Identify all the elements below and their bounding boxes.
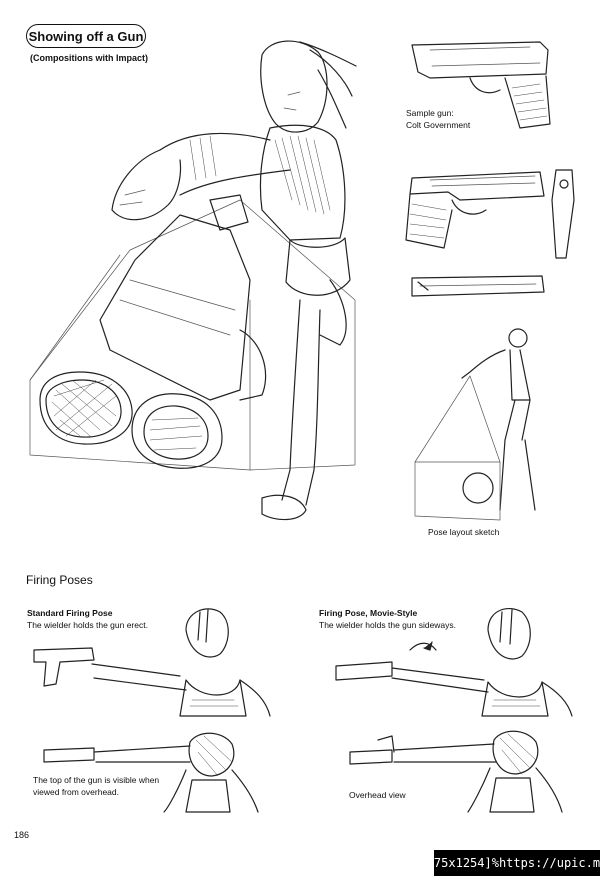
colt-front-view-sketch (551, 169, 575, 259)
movie-pose-title: Firing Pose, Movie-Style (319, 608, 418, 618)
standard-overhead-note: The top of the gun is visible when viewe… (33, 774, 159, 798)
watermark-link[interactable]: [875x1254]%https://upic.me/ (419, 850, 600, 876)
movie-pose-description: The wielder holds the gun sideways. (319, 620, 457, 630)
sample-gun-caption: Sample gun: Colt Government (406, 107, 470, 131)
standard-pose-side-sketch (33, 608, 271, 717)
pose-layout-caption: Pose layout sketch (428, 527, 500, 537)
colt-side-view-sketch (411, 41, 551, 129)
standard-pose-description: The wielder holds the gun erect. (27, 620, 148, 630)
colt-top-view-sketch (411, 275, 545, 297)
page-title: Showing off a Gun (26, 24, 146, 48)
movie-pose-overhead-sketch (349, 730, 563, 813)
firing-poses-heading: Firing Poses (26, 573, 93, 587)
standard-overhead-note-line-1: The top of the gun is visible when (33, 775, 160, 785)
standard-pose-overhead-sketch (43, 732, 259, 813)
colt-side-view-sketch-2 (405, 171, 545, 249)
standard-overhead-note-line-2: viewed from overhead. (33, 787, 119, 797)
page-subtitle: (Compositions with Impact) (30, 53, 148, 63)
standard-pose-title: Standard Firing Pose (27, 608, 113, 618)
movie-overhead-note: Overhead view (349, 790, 406, 800)
pose-layout-mannequin-sketch (414, 328, 536, 521)
page-number: 186 (14, 830, 30, 840)
sample-gun-caption-line-2: Colt Government (406, 120, 471, 130)
sample-gun-caption-line-1: Sample gun: (406, 108, 454, 118)
movie-pose-side-sketch (335, 608, 573, 717)
